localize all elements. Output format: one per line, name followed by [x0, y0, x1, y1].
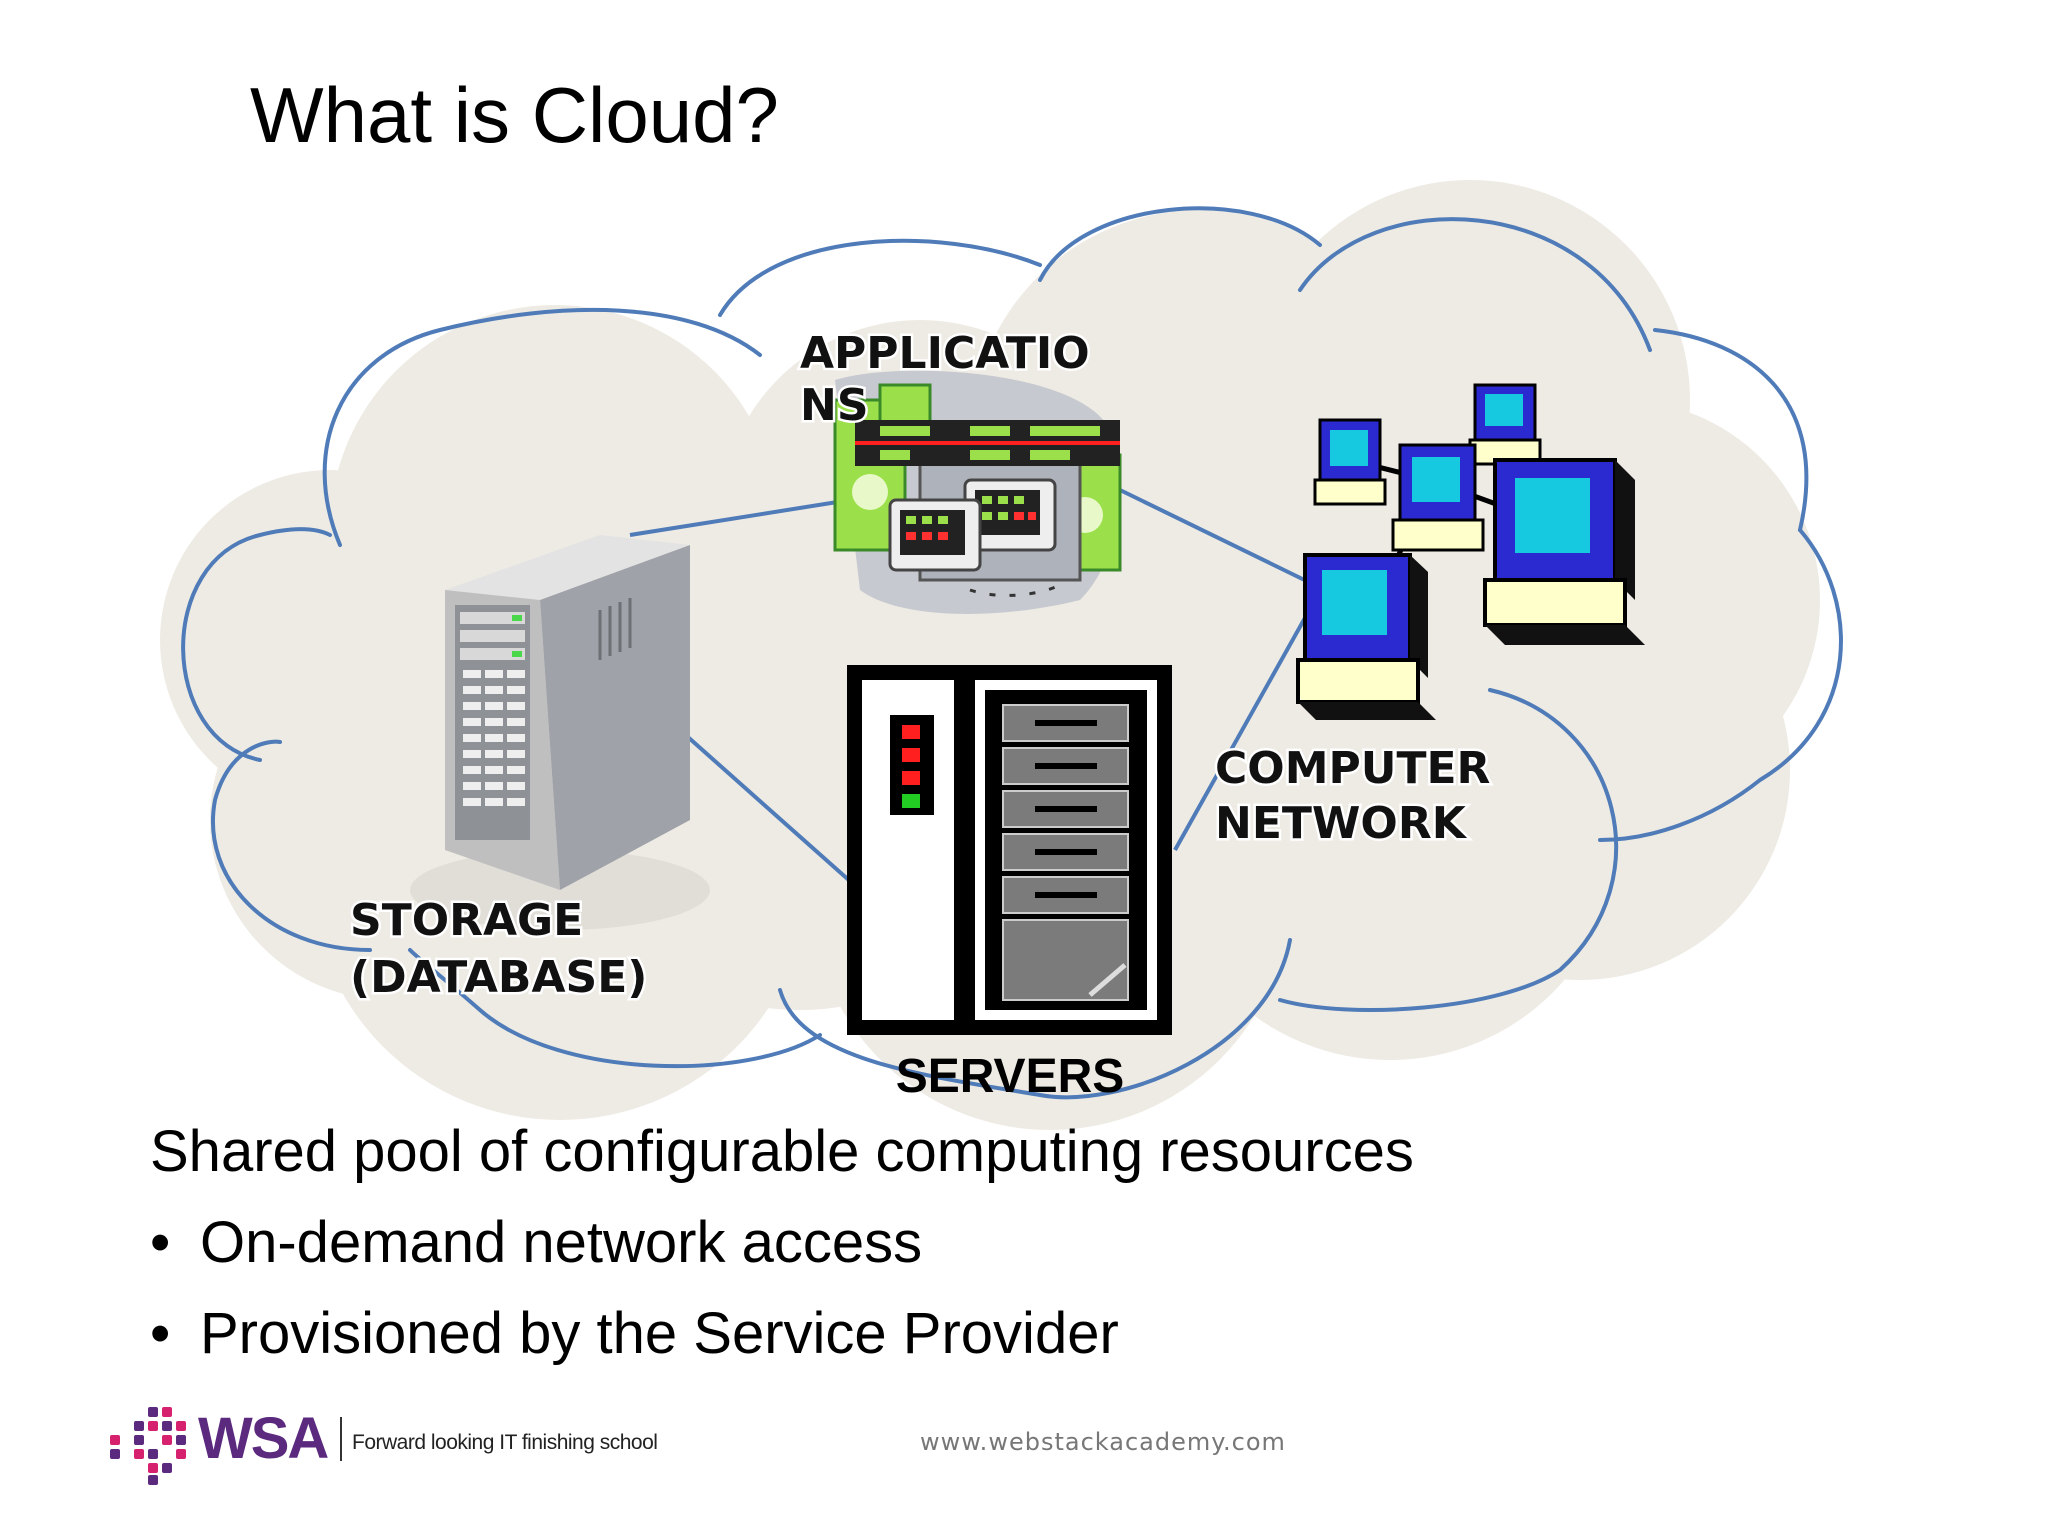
brand-divider — [340, 1417, 342, 1461]
applications-label-line1: APPLICATIO — [800, 328, 1090, 379]
link-storage-applications — [629, 498, 851, 537]
link-servers-network — [1173, 599, 1317, 851]
bullet-section: Shared pool of configurable computing re… — [150, 1118, 1950, 1391]
servers-label: SERVERS — [896, 1050, 1125, 1103]
database-server-icon — [410, 535, 710, 930]
lead-text: Shared pool of configurable computing re… — [150, 1119, 1414, 1184]
computer-small-2 — [1468, 383, 1542, 466]
network-label-line1: COMPUTER — [1215, 743, 1490, 794]
connector-links — [629, 488, 1326, 892]
brand-wordmark: WSA — [198, 1406, 329, 1471]
bullet-list: • On-demand network access • Provisioned… — [150, 1209, 1950, 1367]
storage-label-line1: STORAGE — [350, 895, 583, 946]
bullet-item: • On-demand network access — [150, 1209, 1950, 1276]
computer-small-1 — [1313, 418, 1387, 506]
bullet-text: Provisioned by the Service Provider — [200, 1301, 1119, 1366]
computer-network-icon — [1296, 383, 1645, 720]
bullet-dot: • — [150, 1210, 171, 1275]
computer-large-right — [1483, 458, 1645, 645]
applications-icon — [833, 370, 1122, 614]
bullet-dot: • — [150, 1301, 171, 1366]
computer-large-left — [1296, 553, 1436, 720]
bullet-text: On-demand network access — [200, 1210, 923, 1275]
storage-label-line2: (DATABASE) — [350, 952, 647, 1003]
applications-label-line2: NS — [800, 380, 869, 431]
brand-tagline: Forward looking IT finishing school — [352, 1431, 658, 1454]
slide-title: What is Cloud? — [250, 71, 779, 159]
footer-url: www.webstackacademy.com — [920, 1428, 1286, 1456]
link-applications-network — [1119, 488, 1326, 592]
server-rack-icon — [847, 665, 1172, 1035]
bullet-item: • Provisioned by the Service Provider — [150, 1300, 1950, 1367]
network-label-line2: NETWORK — [1215, 798, 1468, 849]
link-storage-servers — [678, 728, 862, 892]
wsa-logo: WSA Forward looking IT finishing school — [108, 1405, 668, 1485]
dot-grid-logo-icon — [110, 1407, 186, 1485]
computer-medium — [1391, 443, 1485, 552]
